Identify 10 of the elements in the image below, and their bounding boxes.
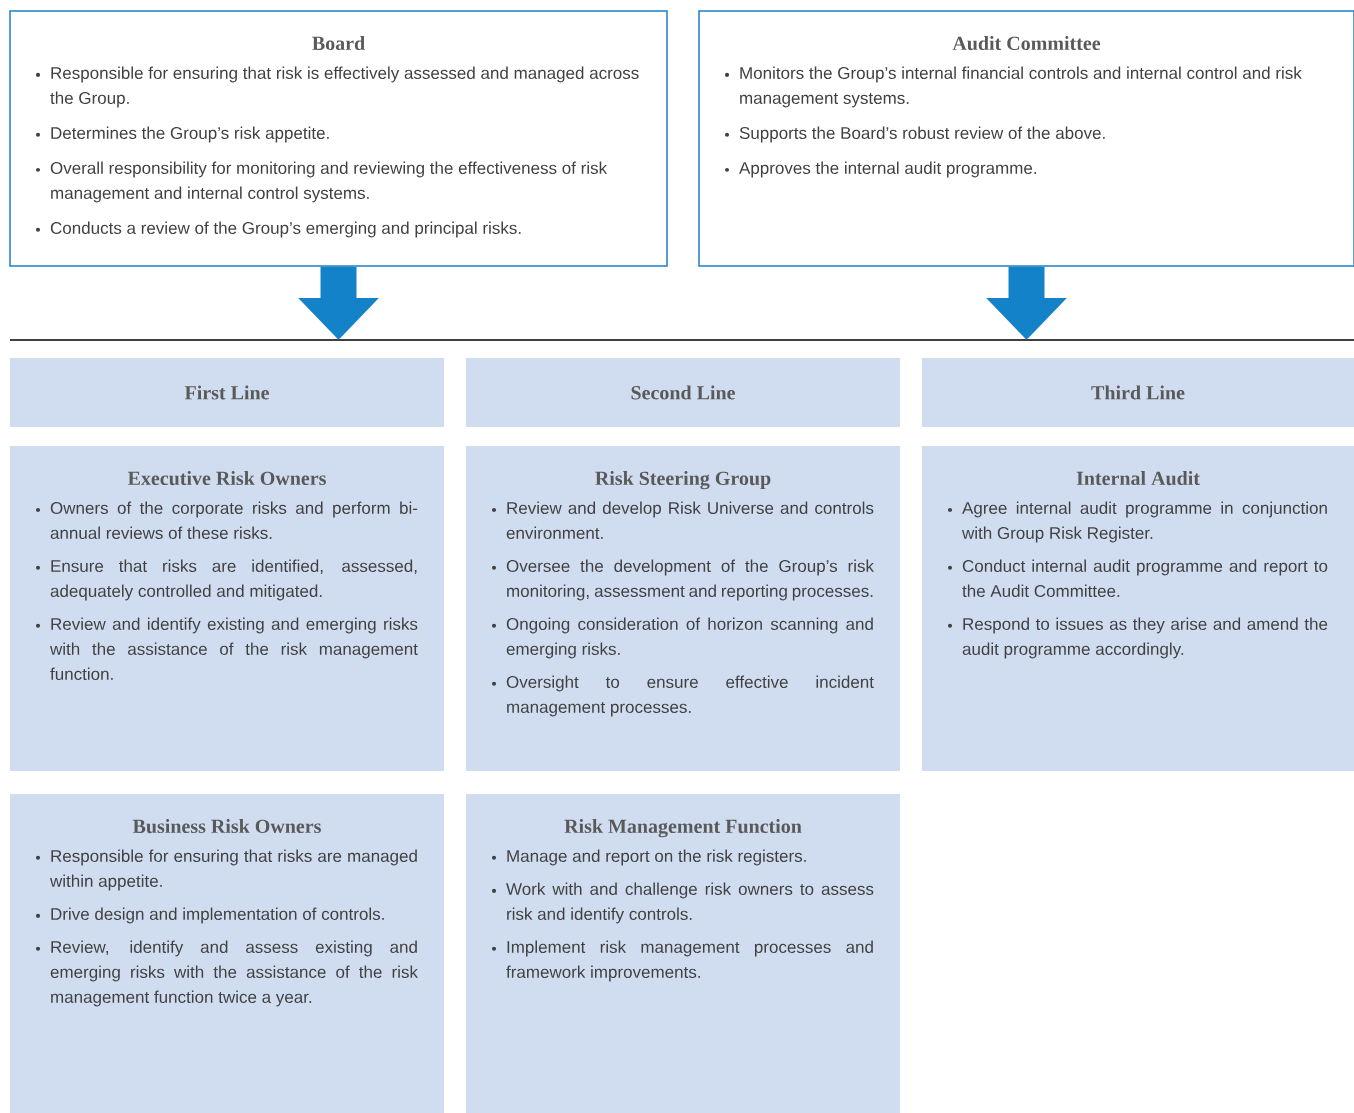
header-band: Third Line bbox=[922, 358, 1354, 427]
header-band: Second Line bbox=[466, 358, 900, 427]
text-card: Risk Steering Group Review and develop Risk Universe and controls environment. Oversee the development of the Group’s risk monitoring, assessment and reporting processes. Ongoing consideration of horizon scanning and emerging risks. Oversight to ensure effective incident management processes. bbox=[466, 446, 900, 771]
header-band: First Line bbox=[10, 358, 444, 427]
text-card: Business Risk Owners Responsible for ensuring that risks are managed within appetite. Drive design and implementation of controls. Review, identify and assess existing and emerging risks with the assistance of the risk management function twice a year. bbox=[10, 794, 444, 1113]
text-box: Audit Committee Monitors the Group’s internal financial controls and internal control and risk management systems. Supports the Board’s robust review of the above. Approves the internal audit programme. bbox=[698, 10, 1354, 267]
text-card: Internal Audit Agree internal audit programme in conjunction with Group Risk Register. Conduct internal audit programme and report to the Audit Committee. Respond to issues as they arise and amend the audit programme accordingly. bbox=[922, 446, 1354, 771]
text-box: Board Responsible for ensuring that risk is effectively assessed and managed across the Group. Determines the Group’s risk appetite. Overall responsibility for monitoring and reviewing the effectiveness of risk management and internal control systems. Conducts a review of the Group’s emerging and principal risks. bbox=[9, 10, 668, 267]
text-card: Risk Management Function Manage and report on the risk registers. Work with and challenge risk owners to assess risk and identify controls. Implement risk management processes and framework improvements. bbox=[466, 794, 900, 1113]
text-card: Executive Risk Owners Owners of the corporate risks and perform bi-annual reviews of these risks. Ensure that risks are identified, assessed, adequately controlled and mitigated. Review and identify existing and emerging risks with the assistance of the risk management function. bbox=[10, 446, 444, 771]
